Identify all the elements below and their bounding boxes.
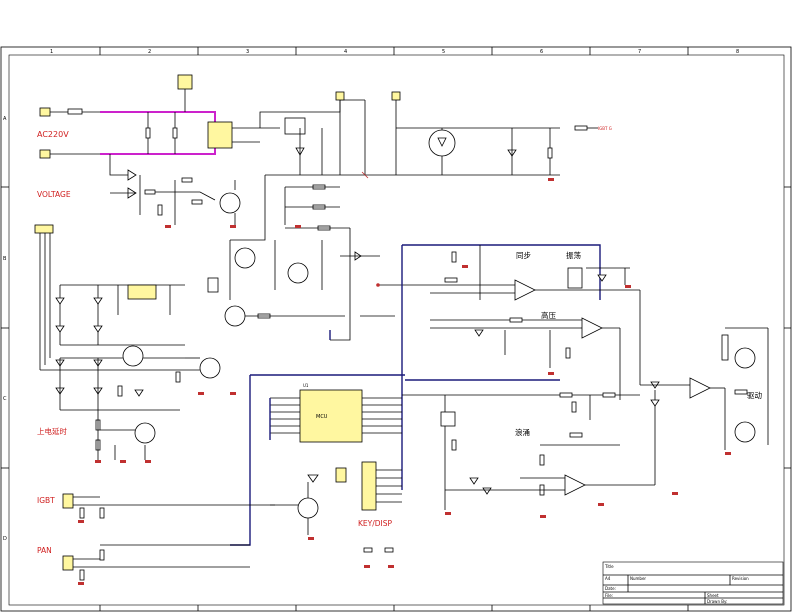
op-amp-surge [564,474,586,496]
key-disp-block: KEY/DISP [270,461,402,553]
ac-line-l [100,111,216,125]
mcu-label: MCU [316,414,328,420]
ac220v-label: AC220V [37,130,69,139]
q2-transistor [234,247,256,269]
number-label: Number [630,576,646,581]
grid-col-6: 6 [540,49,543,55]
sync-label: 同步 [516,251,531,260]
key-disp-label: KEY/DISP [358,519,393,528]
bridge-rectifier [207,121,233,149]
power-on-delay: 上电延时 [37,410,156,460]
inner-border [8,54,785,606]
high-voltage-label: 高压 [541,310,556,320]
hv-comp: 高压 [430,310,621,400]
grid-col-7: 7 [638,49,641,55]
drawn-by-label: Drawn By: [707,599,727,604]
grid-row-a: A [3,116,7,122]
grid-col-5: 5 [442,49,445,55]
ac-input: AC220V VOLTAGE [37,74,280,199]
con1-connector [39,107,51,117]
osc-comp: 振荡 [565,250,641,385]
pan-label: PAN [37,546,52,555]
sheet-border [0,46,792,612]
voltage-label: VOLTAGE [37,190,71,199]
q3-transistor [287,262,309,284]
surge-label: 浪涌 [515,427,530,437]
q4-transistor [224,305,246,327]
svg-text:U1: U1 [303,383,309,388]
svg-text:IGBT G: IGBT G [598,126,612,131]
pan-sensor: PAN [37,544,250,581]
size-label: A4 [605,576,611,581]
drive-block: 驱动 [689,327,769,450]
drive-label: 驱动 [747,390,762,400]
op-amp-hv [581,317,603,339]
power-on-delay-label: 上电延时 [37,426,67,436]
grid-right [784,186,791,469]
aux-con [34,224,54,234]
grid-col-4: 4 [344,49,347,55]
key-connector [361,461,377,511]
power-supply: IGBT G [259,91,612,179]
grid-col-2: 2 [148,49,151,55]
grid-top: 1 2 3 4 5 6 7 8 [50,47,739,55]
file-label: File: [605,593,613,598]
title-block: Title A4 Number Revision Date: File: She… [602,561,784,605]
q1-transistor [219,192,241,214]
control-middle [207,175,430,341]
grid-row-d: D [3,536,7,542]
grid-col-1: 1 [50,49,53,55]
mcu-block: U1 MCU [269,383,402,443]
op-amp-sync [514,279,536,301]
grid-bottom [99,605,689,611]
grid-col-8: 8 [736,49,739,55]
oscillation-label: 振荡 [566,250,581,260]
ac-line-n [100,145,216,155]
op-amp-drive [689,377,711,399]
jp1-connector [335,91,345,101]
aux-power [34,224,221,411]
q5-transistor [297,497,319,519]
con2-connector [39,149,51,159]
date-label: Date: [605,586,616,591]
revision-label: Revision [732,576,749,581]
sheet-label: Sheet [707,593,719,598]
grid-row-b: B [3,256,7,262]
grid-row-c: C [3,396,7,402]
grid-left: A B C D [1,116,9,542]
mid-right [402,381,690,420]
grid-col-3: 3 [246,49,249,55]
sync-comp: 同步 [430,245,565,301]
grounds [78,178,731,585]
aux-connector [177,74,193,90]
relay [207,277,219,293]
fuse-symbol [67,108,83,115]
surge-comp: 浪涌 [440,390,656,510]
transformer [284,117,306,135]
igbt-label: IGBT [37,496,55,505]
title-label: Title [604,564,614,569]
mcu-chip [299,389,363,443]
regulator [127,284,157,300]
igbt-sensor: IGBT [37,493,275,519]
voltage-detect [109,154,241,225]
